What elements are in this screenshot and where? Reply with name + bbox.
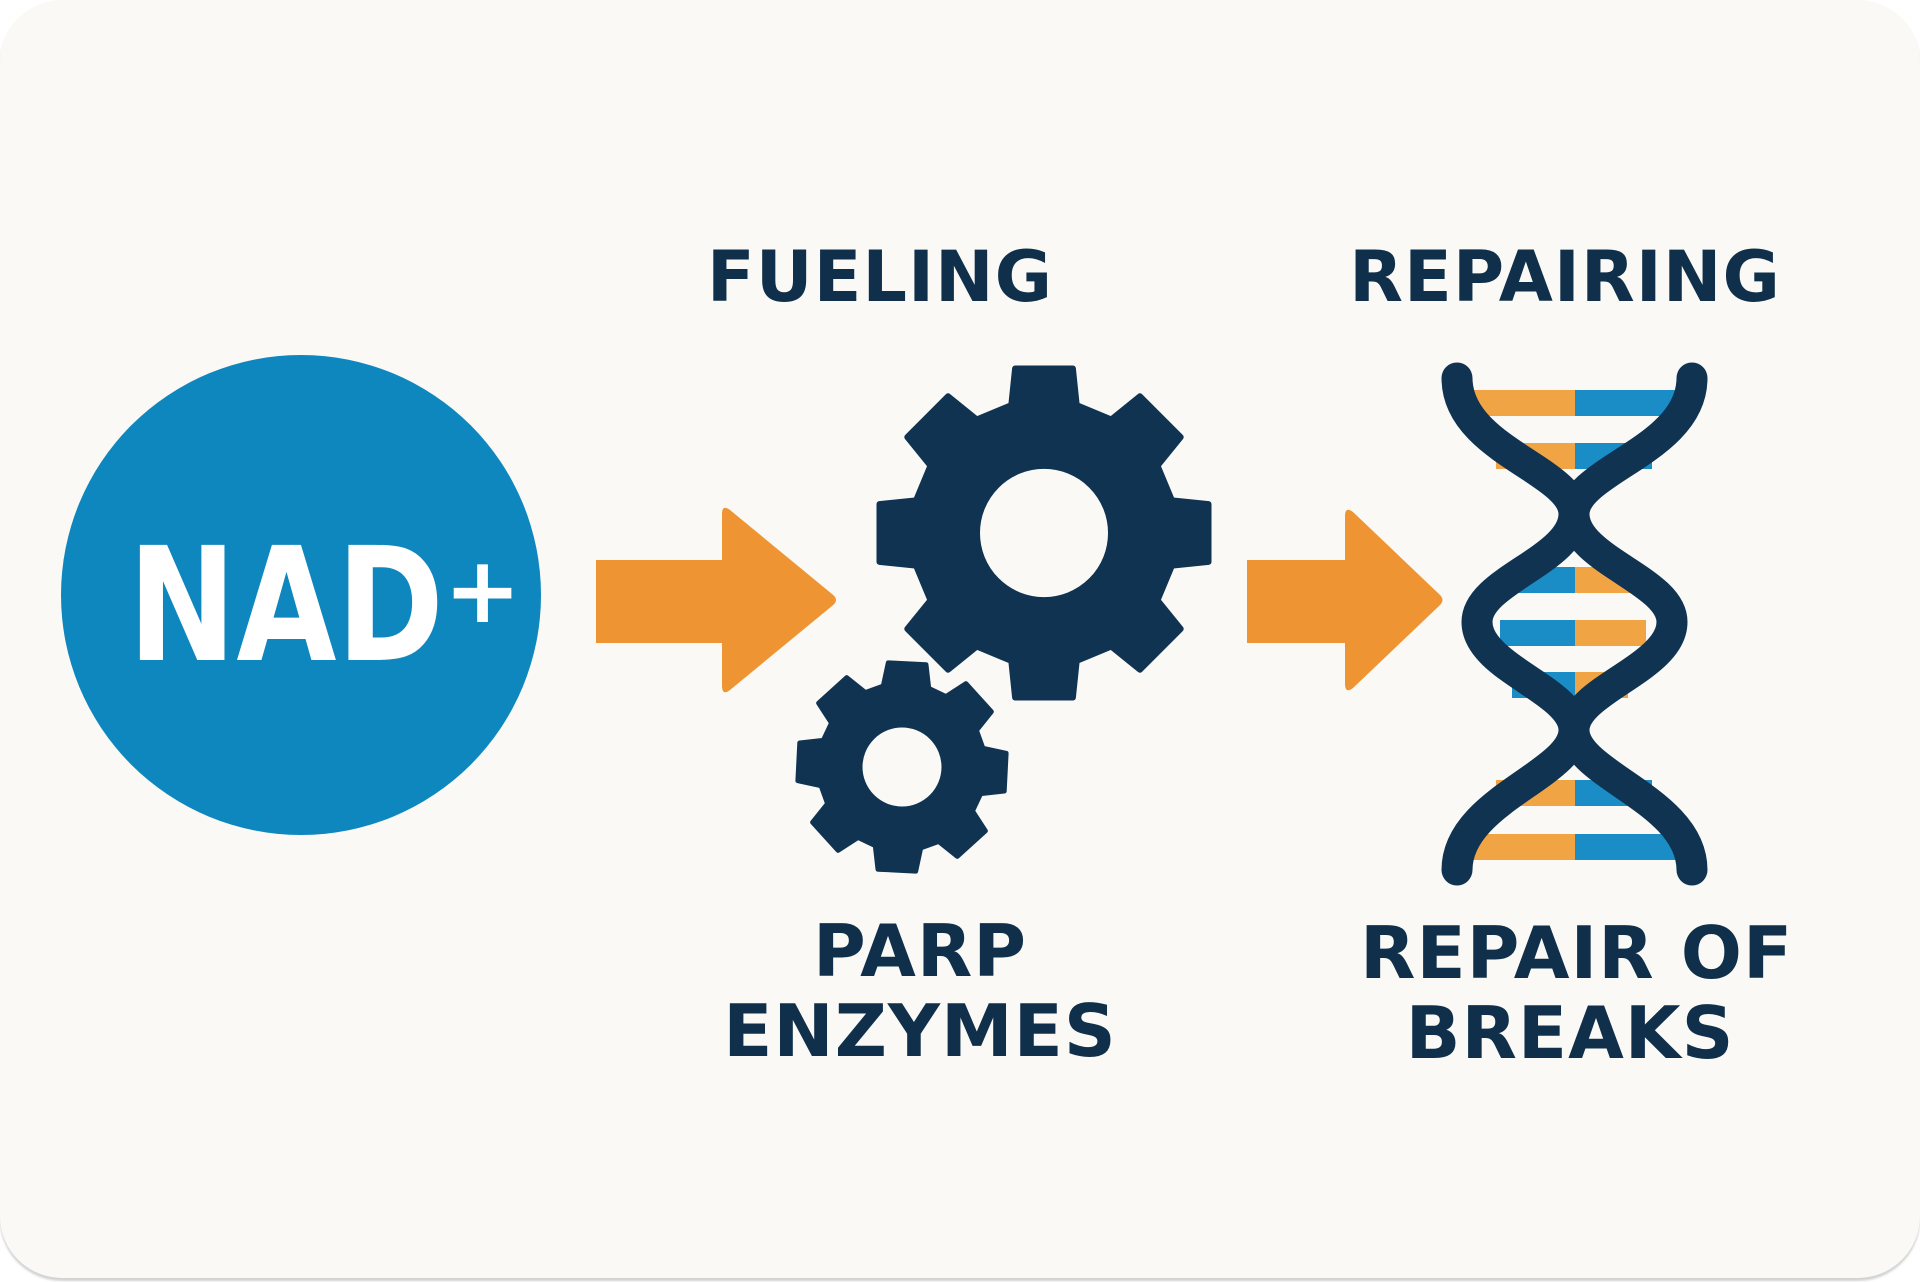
large-gear-icon [876,365,1212,701]
caption-parp-line-2: ENZYMES [723,989,1117,1073]
caption-parp-line-1: PARP [812,909,1028,993]
dna-base-pair-left [1472,834,1575,860]
nad-label: NAD [128,514,444,698]
nad-node: NAD + [61,355,541,835]
caption-repair-line-1: REPAIR OF [1360,911,1794,995]
step-heading-repairing: REPAIRING [1349,236,1781,318]
arrow-right-icon [1247,509,1443,691]
nad-circle [61,355,541,835]
step-heading-fueling: FUELING [706,236,1054,318]
arrow-right-icon [596,507,836,693]
dna-base-pair-right [1575,834,1676,860]
dna-strand [1441,362,1590,886]
gears-icon [795,365,1212,874]
dna-base-pair-right [1575,390,1676,416]
dna-base-pair-left [1472,390,1575,416]
nad-plus-sign: + [444,537,521,644]
small-gear-icon [795,660,1009,874]
dna-strand [1558,362,1708,886]
dna-base-pair-left [1500,620,1575,646]
dna-icon [1441,362,1708,886]
caption-repair-line-2: BREAKS [1405,991,1735,1075]
dna-base-pair-right [1575,620,1646,646]
